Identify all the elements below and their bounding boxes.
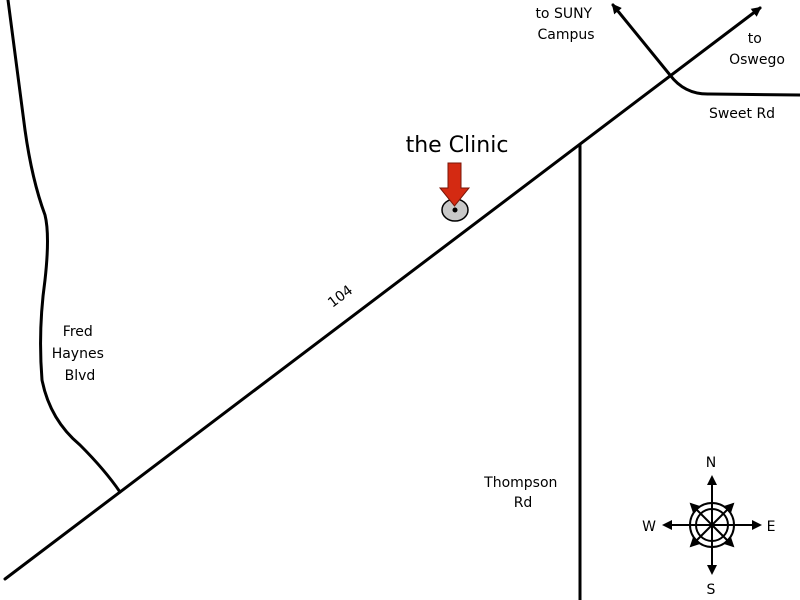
suny-campus-label: to SUNY Campus <box>535 6 596 43</box>
oswego-label: to Oswego <box>729 31 785 68</box>
route-104-label: 104 <box>325 282 356 311</box>
suny-campus-label-line-2: Campus <box>537 27 594 43</box>
thompson-rd-label-line-2: Rd <box>514 495 533 511</box>
fred-haynes-label-line-3: Blvd <box>65 368 96 384</box>
red-down-arrow-icon <box>438 162 471 207</box>
clinic-location-center <box>452 207 458 213</box>
sweet-rd-road <box>668 73 800 97</box>
compass-south-label: S <box>707 582 716 598</box>
thompson-rd-label-line-1: Thompson <box>483 475 557 491</box>
fred-haynes-blvd-road <box>6 0 122 494</box>
fred-haynes-label: Fred Haynes Blvd <box>52 324 109 384</box>
oswego-label-line-1: to <box>748 31 762 47</box>
oswego-label-line-2: Oswego <box>729 52 785 68</box>
sweet-rd-label: Sweet Rd <box>709 106 775 122</box>
clinic-label: the Clinic <box>406 133 509 158</box>
compass-rose-icon <box>662 475 762 575</box>
compass-west-label: W <box>642 519 656 535</box>
suny-campus-label-line-1: to SUNY <box>535 6 592 22</box>
compass-east-label: E <box>767 519 776 535</box>
suny-campus-road <box>611 3 672 77</box>
compass-north-label: N <box>706 455 716 471</box>
route-104-road <box>3 6 762 581</box>
thompson-rd-label: Thompson Rd <box>483 475 562 511</box>
fred-haynes-label-line-2: Haynes <box>52 346 104 362</box>
fred-haynes-label-line-1: Fred <box>63 324 93 340</box>
